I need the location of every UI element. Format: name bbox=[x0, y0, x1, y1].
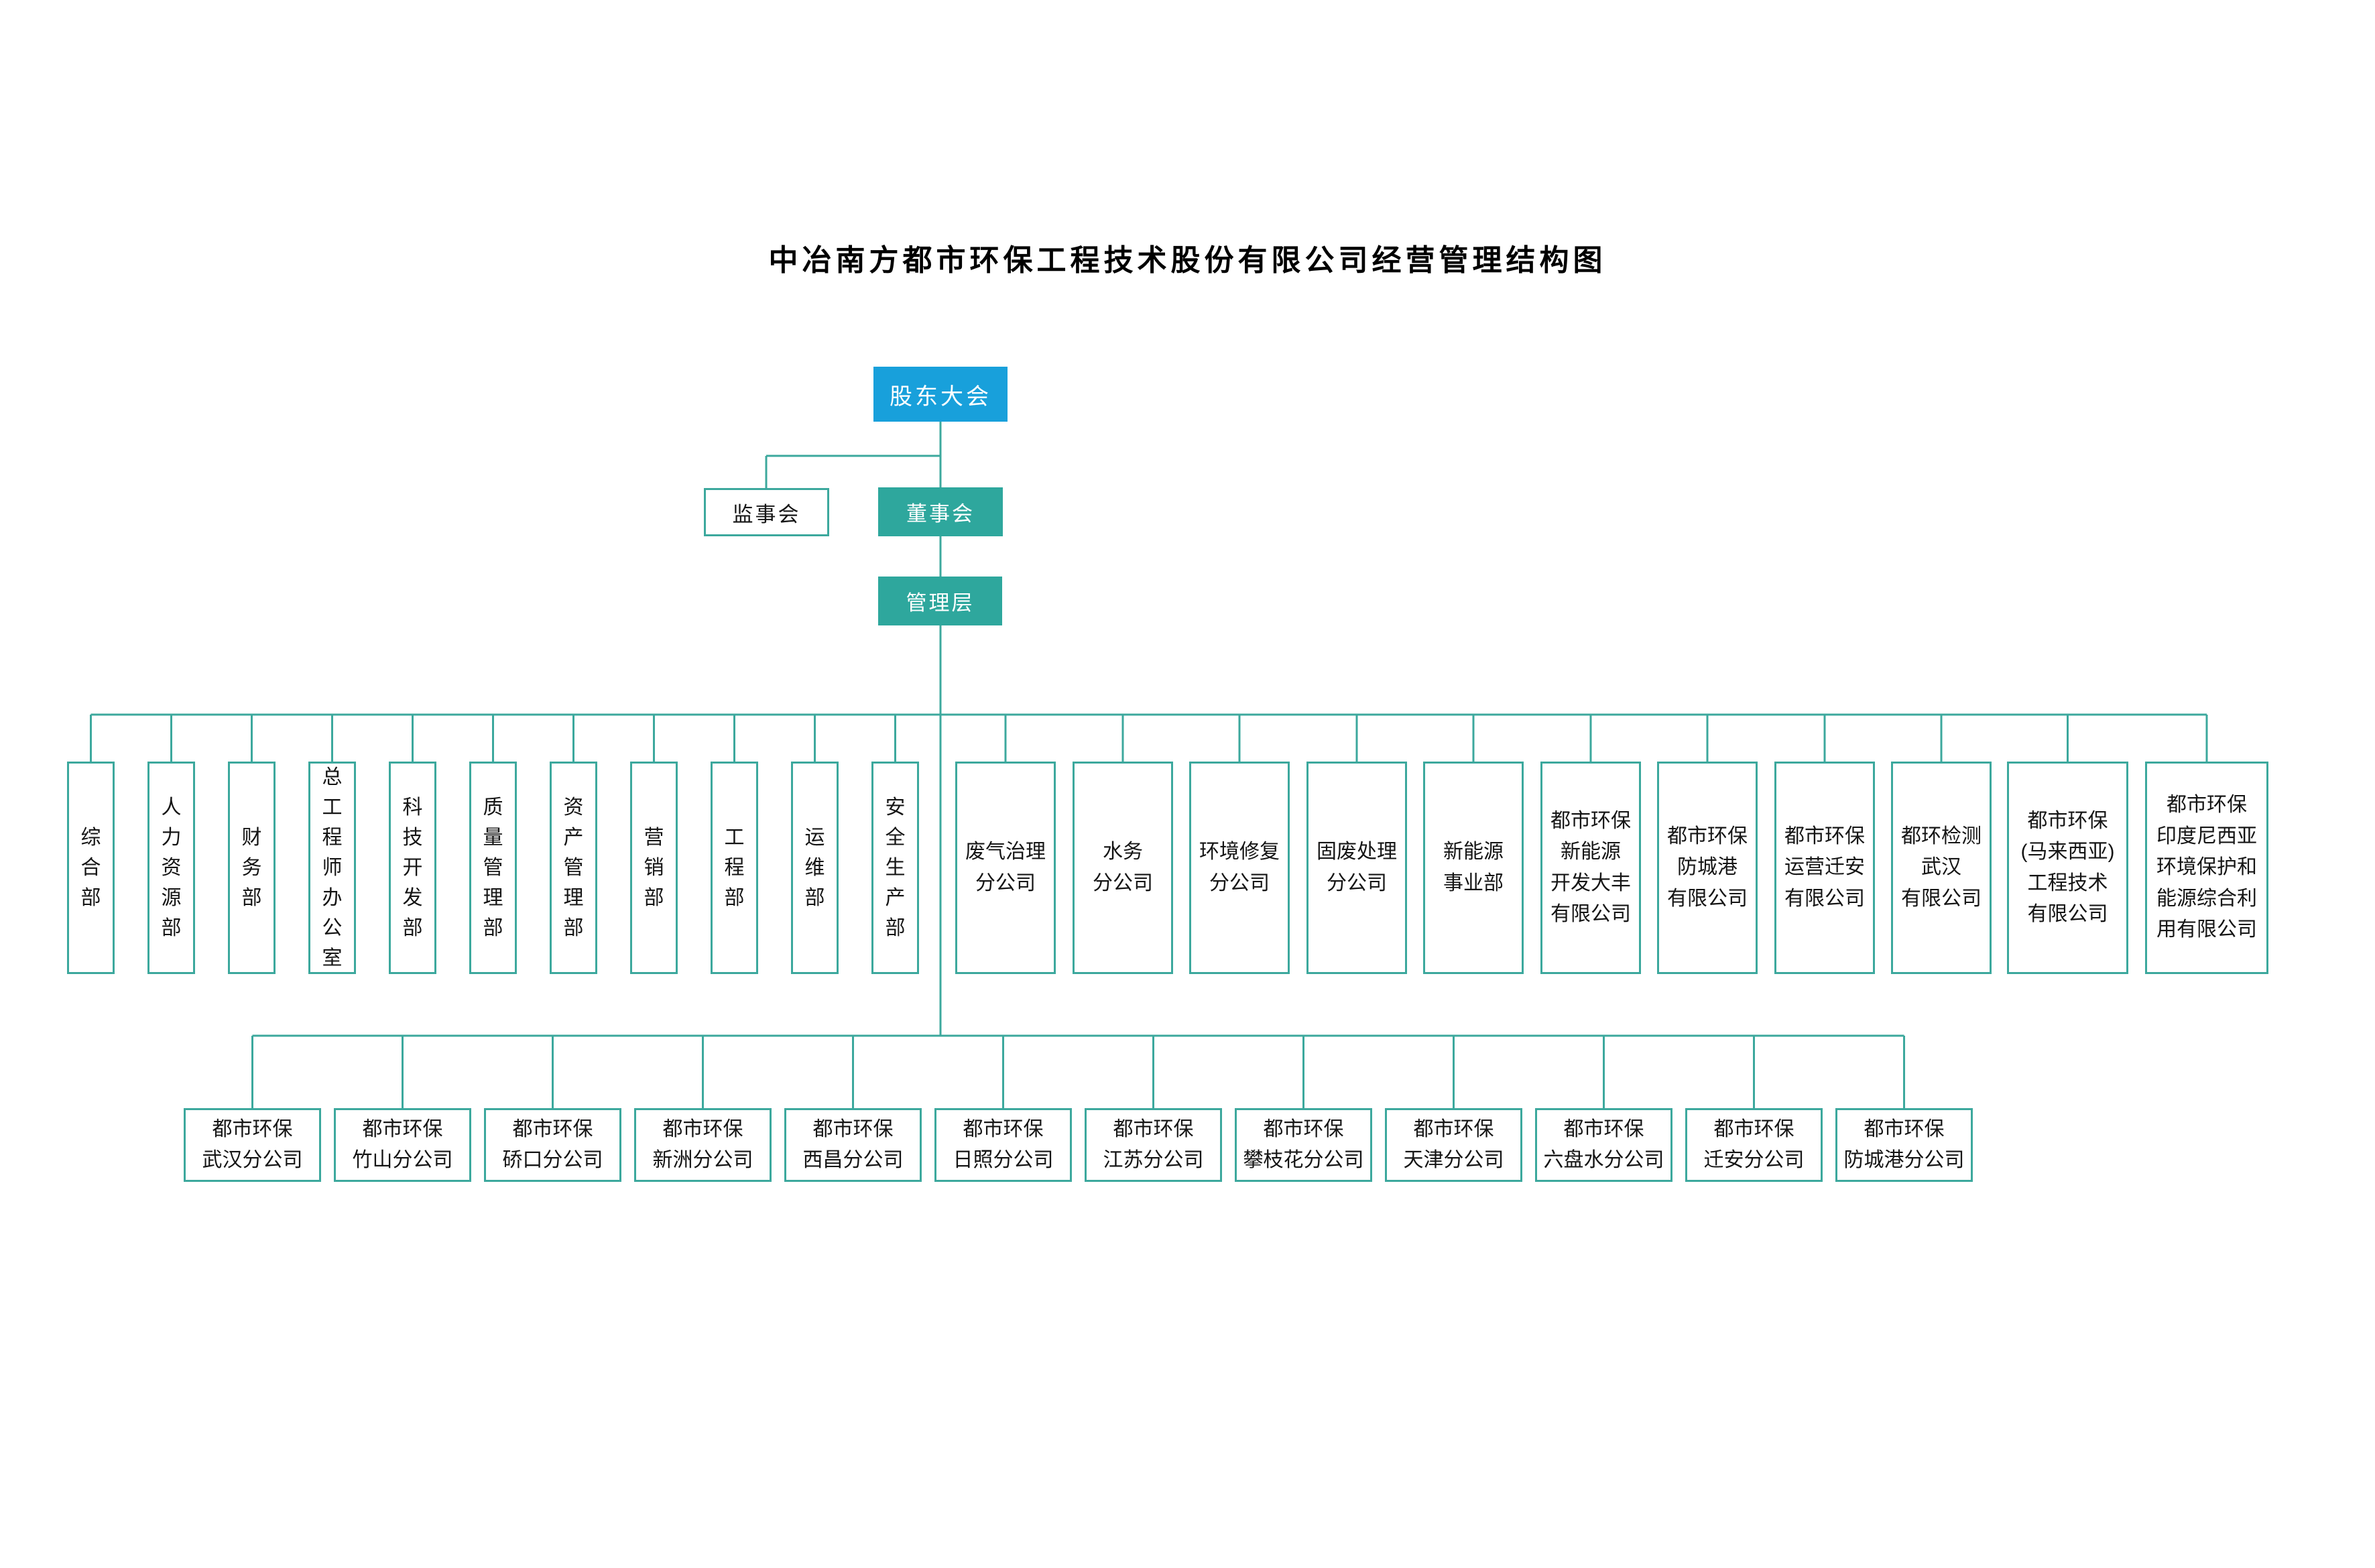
subsidiary-box: 都市环保 (马来西亚) 工程技术 有限公司 bbox=[2007, 762, 2128, 974]
department-box: 财务部 bbox=[228, 762, 276, 974]
subsidiary-box: 都市环保 印度尼西亚 环境保护和 能源综合利 用有限公司 bbox=[2145, 762, 2268, 974]
vertical-label: 综合部 bbox=[80, 826, 101, 909]
branch-company-box: 都市环保 攀枝花分公司 bbox=[1235, 1108, 1372, 1182]
department-box: 总工程师办公室 bbox=[308, 762, 356, 974]
vertical-label: 资产管理部 bbox=[563, 796, 584, 939]
node-supervisory-board: 监事会 bbox=[704, 488, 829, 536]
department-box: 安全生产部 bbox=[871, 762, 919, 974]
department-box: 营销部 bbox=[630, 762, 678, 974]
vertical-label: 营销部 bbox=[644, 826, 664, 909]
branch-company-box: 都市环保 六盘水分公司 bbox=[1535, 1108, 1672, 1182]
subsidiary-box: 废气治理 分公司 bbox=[955, 762, 1056, 974]
subsidiary-box: 新能源 事业部 bbox=[1423, 762, 1524, 974]
vertical-label: 科技开发部 bbox=[402, 796, 423, 939]
subsidiary-box: 水务 分公司 bbox=[1073, 762, 1173, 974]
branch-company-box: 都市环保 竹山分公司 bbox=[334, 1108, 471, 1182]
branch-company-box: 都市环保 武汉分公司 bbox=[184, 1108, 321, 1182]
branch-company-box: 都市环保 江苏分公司 bbox=[1085, 1108, 1222, 1182]
node-management-layer: 管理层 bbox=[878, 577, 1002, 625]
vertical-label: 安全生产部 bbox=[885, 796, 906, 939]
department-box: 工程部 bbox=[711, 762, 758, 974]
department-box: 资产管理部 bbox=[550, 762, 597, 974]
branch-company-box: 都市环保 新洲分公司 bbox=[634, 1108, 772, 1182]
subsidiary-box: 都市环保 防城港 有限公司 bbox=[1657, 762, 1758, 974]
department-box: 人力资源部 bbox=[147, 762, 195, 974]
department-box: 质量管理部 bbox=[469, 762, 517, 974]
chart-title: 中冶南方都市环保工程技术股份有限公司经营管理结构图 bbox=[768, 244, 1607, 277]
department-box: 科技开发部 bbox=[389, 762, 436, 974]
subsidiary-box: 固废处理 分公司 bbox=[1306, 762, 1407, 974]
branch-company-box: 都市环保 防城港分公司 bbox=[1835, 1108, 1973, 1182]
branch-company-box: 都市环保 迁安分公司 bbox=[1685, 1108, 1823, 1182]
vertical-label: 人力资源部 bbox=[161, 796, 182, 939]
subsidiary-box: 都市环保 新能源 开发大丰 有限公司 bbox=[1540, 762, 1641, 974]
vertical-label: 运维部 bbox=[804, 826, 825, 909]
node-board-of-directors: 董事会 bbox=[878, 487, 1003, 536]
node-shareholders-meeting: 股东大会 bbox=[873, 367, 1008, 422]
subsidiary-box: 都环检测 武汉 有限公司 bbox=[1891, 762, 1992, 974]
vertical-label: 工程部 bbox=[724, 826, 745, 909]
vertical-label: 财务部 bbox=[241, 826, 262, 909]
branch-company-box: 都市环保 硚口分公司 bbox=[484, 1108, 621, 1182]
subsidiary-box: 环境修复 分公司 bbox=[1189, 762, 1290, 974]
subsidiary-box: 都市环保 运营迁安 有限公司 bbox=[1774, 762, 1875, 974]
vertical-label: 质量管理部 bbox=[483, 796, 503, 939]
vertical-label: 总工程师办公室 bbox=[322, 766, 343, 969]
branch-company-box: 都市环保 日照分公司 bbox=[934, 1108, 1072, 1182]
department-box: 综合部 bbox=[67, 762, 115, 974]
department-box: 运维部 bbox=[791, 762, 839, 974]
branch-company-box: 都市环保 西昌分公司 bbox=[784, 1108, 922, 1182]
branch-company-box: 都市环保 天津分公司 bbox=[1385, 1108, 1522, 1182]
